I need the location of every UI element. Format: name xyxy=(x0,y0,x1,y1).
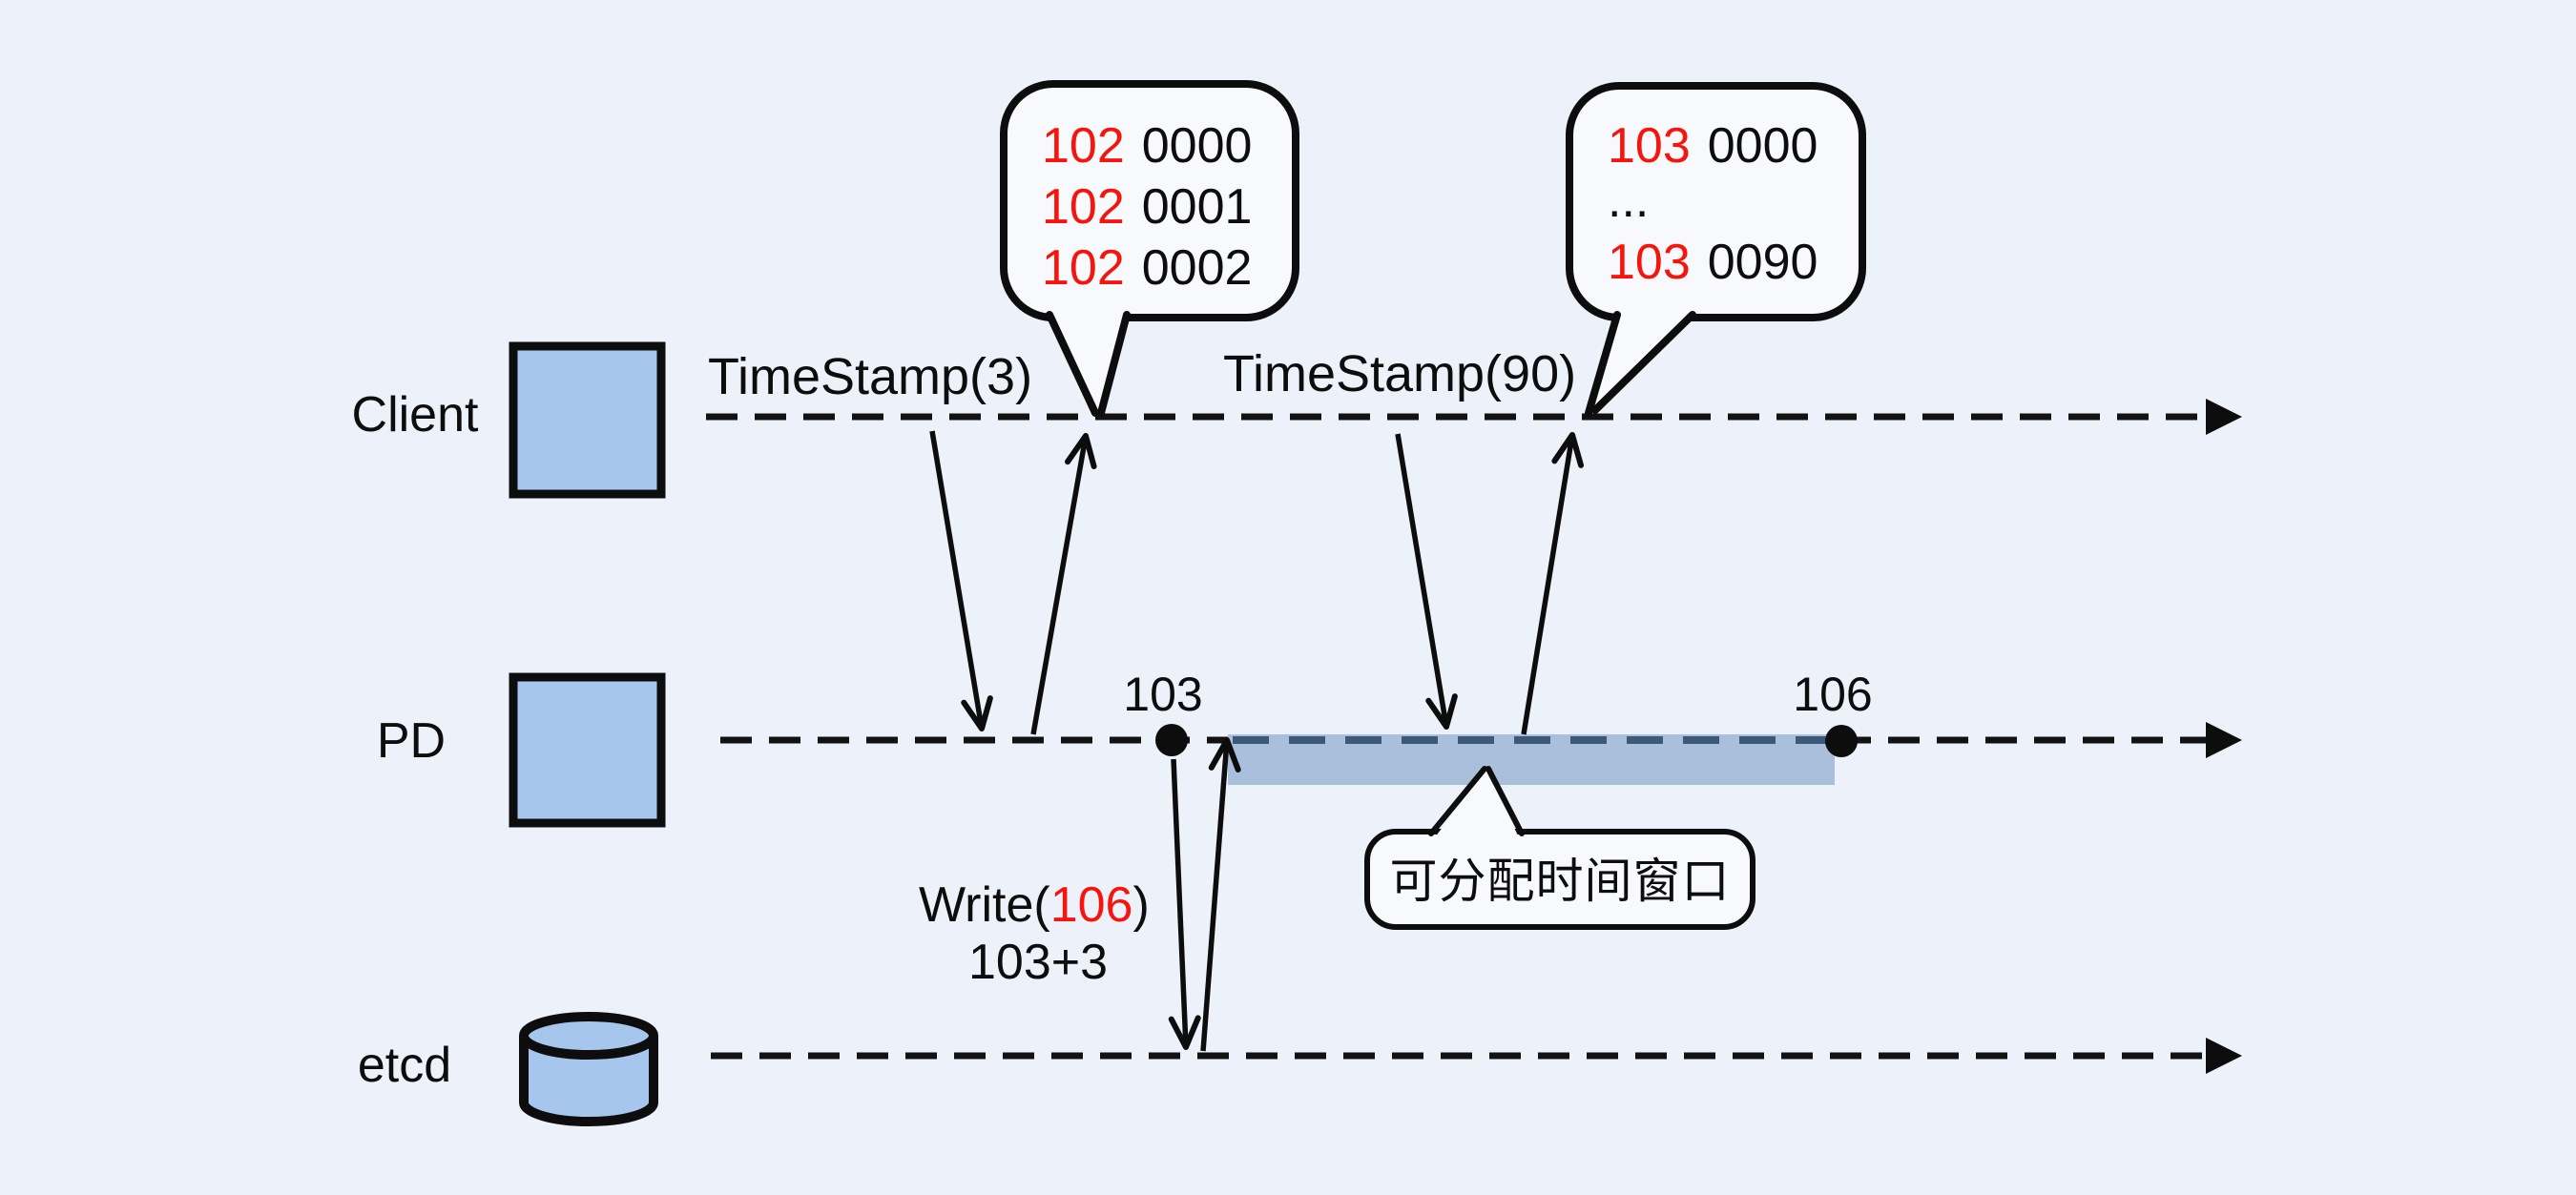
etcd-cylinder-body xyxy=(519,1036,658,1126)
etcd-write-request-arrow xyxy=(1168,758,1201,1050)
window-callout-tail-right-edge xyxy=(1485,766,1525,836)
window-callout-tail-left-edge xyxy=(1428,766,1487,836)
etcd-write-response-arrow xyxy=(1200,737,1241,1052)
bubble2-ellipsis: ... xyxy=(1608,173,1649,228)
bubble2-row3-logical: 103 xyxy=(1608,235,1691,290)
bubble1-body xyxy=(1000,80,1299,321)
bubble1-row3-logical: 102 xyxy=(1042,240,1125,296)
pd-point-106-dot xyxy=(1825,725,1858,757)
bubble1-row3: 102 0002 xyxy=(1042,240,1252,296)
etcd-database-icon xyxy=(519,1012,658,1126)
bubble2-body xyxy=(1566,82,1866,321)
pd-point-106-label: 106 xyxy=(1793,668,1872,721)
bubble2-tail-left-edge xyxy=(1585,311,1621,417)
timestamp3-response-arrow xyxy=(1030,433,1097,735)
timestamp3-request-label: TimeStamp(3) xyxy=(708,348,1032,405)
etcd-cylinder-top xyxy=(519,1012,658,1060)
pd-node-box xyxy=(509,672,666,828)
etcd-timeline-arrowhead-icon xyxy=(2206,1038,2242,1074)
bubble1-row2-physical: 0001 xyxy=(1142,179,1253,235)
timestamp3-result-bubble: 102 0000 102 0001 102 0002 xyxy=(1000,80,1299,417)
timestamp90-request-label: TimeStamp(90) xyxy=(1223,345,1576,402)
etcd-write-call-label: Write(106) xyxy=(919,877,1150,933)
rpc-arrows xyxy=(929,430,1585,1052)
timestamp3-request-arrow xyxy=(929,430,993,731)
etcd-lane: etcd xyxy=(358,1012,2242,1126)
client-lane: Client xyxy=(352,341,2242,499)
bubble1-row1-physical: 0000 xyxy=(1142,118,1253,174)
pd-timeline-arrowhead-icon xyxy=(2206,722,2242,758)
etcd-write-call-value: 106 xyxy=(1050,877,1133,933)
bubble1-row1: 102 0000 xyxy=(1042,118,1252,174)
etcd-write-note-label: 103+3 xyxy=(968,935,1108,990)
bubble1-row1-logical: 102 xyxy=(1042,118,1125,174)
etcd-write-call-suffix: ) xyxy=(1132,877,1149,933)
window-callout-label: 可分配时间窗口 xyxy=(1390,855,1731,908)
bubble2-row3: 103 0090 xyxy=(1608,235,1818,290)
window-callout-tail xyxy=(1435,770,1519,837)
client-lane-label: Client xyxy=(352,387,479,443)
pd-lane-label: PD xyxy=(377,713,446,769)
bubble2-row3-physical: 0090 xyxy=(1708,235,1818,290)
bubble2-tail-right-edge xyxy=(1591,311,1696,414)
timestamp90-response-arrow xyxy=(1521,432,1585,735)
window-callout-body xyxy=(1364,829,1755,930)
bubble1-row3-physical: 0002 xyxy=(1142,240,1253,296)
bubble1-row2: 102 0001 xyxy=(1042,179,1252,235)
bubble2-row1-logical: 103 xyxy=(1608,118,1691,174)
bubble1-row2-logical: 102 xyxy=(1042,179,1125,235)
bubble1-tail xyxy=(1048,309,1129,416)
timestamp90-result-bubble: 103 0000 ... 103 0090 xyxy=(1566,82,1866,417)
client-timeline-arrowhead-icon xyxy=(2206,399,2242,435)
bubble2-row1-physical: 0000 xyxy=(1708,118,1818,174)
pd-point-103-dot xyxy=(1155,724,1188,756)
etcd-lane-label: etcd xyxy=(358,1038,451,1093)
timestamp90-request-arrow xyxy=(1395,433,1458,730)
allocatable-window-callout: 可分配时间窗口 xyxy=(1364,766,1755,930)
pd-point-103-label: 103 xyxy=(1123,668,1202,721)
bubble1-tail-left-edge xyxy=(1046,311,1099,417)
etcd-write-call-prefix: Write( xyxy=(919,877,1050,933)
bubble2-row1: 103 0000 xyxy=(1608,118,1818,174)
bubble1-tail-right-edge xyxy=(1097,311,1131,417)
client-node-box xyxy=(509,341,666,499)
